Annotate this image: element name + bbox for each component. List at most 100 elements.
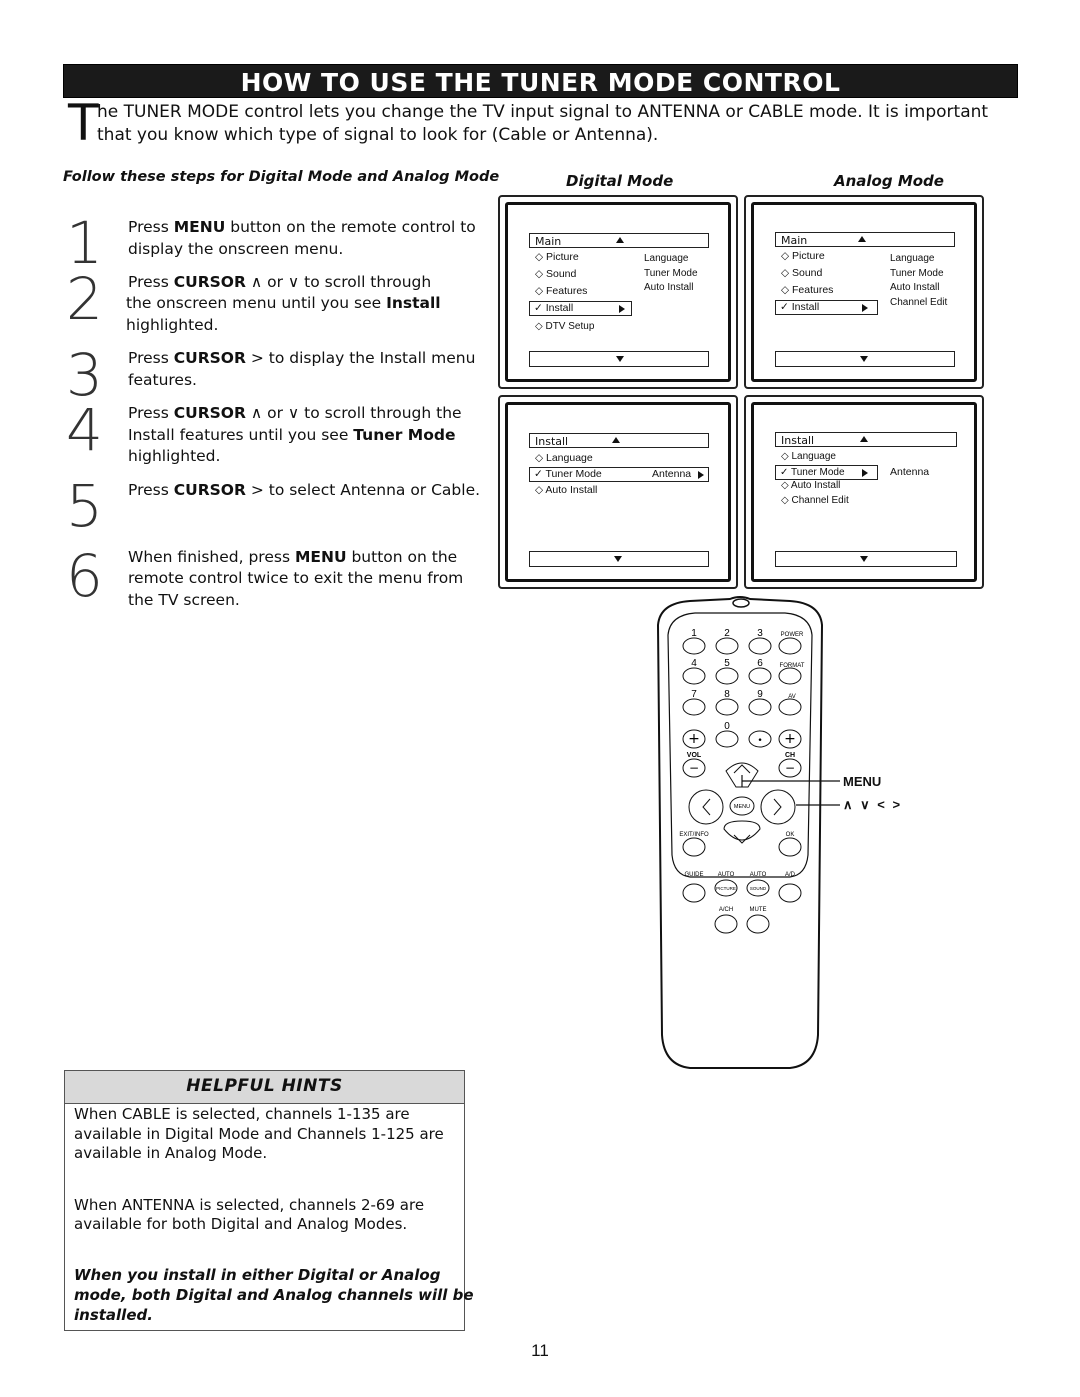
hint-3-line-3: installed. [74,1306,153,1324]
digit-5: 5 [724,658,730,669]
down-arrow-icon [614,556,622,562]
helpful-hints-header: HELPFUL HINTS [65,1071,464,1104]
digital-mode-label: Digital Mode [566,172,674,190]
step-6-line-3: the TV screen. [128,591,240,609]
intro-text-line-2: that you know which type of signal to lo… [97,125,659,145]
digit-8: 8 [724,689,730,700]
menu-footer-bar [775,551,957,567]
ok-label: OK [786,832,795,838]
ok-button [778,837,802,857]
menu-footer-bar [775,351,955,367]
menu-item-tuner-mode-selected: ✓ Tuner Mode [775,465,878,480]
step-3-line-1: Press CURSOR > to display the Install me… [128,349,476,367]
menu-item-auto-install: ◇ Auto Install [535,484,598,496]
up-arrow-icon [612,437,620,443]
vol-plus-icon: + [688,731,700,747]
up-arrow-icon [860,436,868,442]
ch-minus-icon: − [785,761,795,775]
step-4-number: 4 [66,396,103,464]
ad-label: A/D [785,872,796,878]
menu-item-picture: ◇ Picture [781,250,825,262]
digit-6: 6 [757,658,763,669]
digit-0: 0 [724,721,730,732]
vol-label: VOL [687,752,702,759]
hint-2-line-2: available for both Digital and Analog Mo… [74,1215,408,1233]
guide-label: GUIDE [684,872,703,878]
hint-3-line-2: mode, both Digital and Analog channels w… [74,1286,474,1304]
step-5-number: 5 [66,472,103,540]
down-arrow-icon [860,356,868,362]
step-4-line-1: Press CURSOR ∧ or ∨ to scroll through th… [128,404,462,422]
menu-button-label: MENU [734,804,750,810]
analog-install-menu-screen: Install ◇ Language ✓ Tuner Mode Antenna … [744,395,984,589]
digit-9: 9 [757,689,763,700]
step-1-line-2: display the onscreen menu. [128,240,344,258]
step-6-line-1: When finished, press MENU button on the [128,548,458,566]
tuner-mode-value: Antenna [652,468,692,480]
mute-label: MUTE [750,907,767,913]
step-2-line-3: highlighted. [126,316,219,334]
install-submenu-preview: Language Tuner Mode Auto Install [644,253,698,293]
menu-item-language: ◇ Language [535,452,593,464]
step-1-line-1: Press MENU button on the remote control … [128,218,476,236]
vol-minus-icon: − [689,761,699,775]
menu-footer-bar [529,351,709,367]
step-6-line-2: remote control twice to exit the menu fr… [128,569,464,587]
dot-icon: • [757,736,762,746]
digit-4: 4 [691,658,697,669]
hint-1-line-2: available in Digital Mode and Channels 1… [74,1125,444,1143]
digital-install-menu-screen: Install ◇ Language ✓ Tuner Mode Antenna … [498,395,738,589]
hint-1-line-3: available in Analog Mode. [74,1144,268,1162]
step-3-line-2: features. [128,371,197,389]
hint-1-line-1: When CABLE is selected, channels 1-135 a… [74,1105,410,1123]
down-arrow-icon [860,556,868,562]
page-title: HOW TO USE THE TUNER MODE CONTROL [240,68,841,97]
exit-info-label: EXIT/INFO [679,832,709,838]
menu-item-channel-edit: ◇ Channel Edit [781,495,849,506]
menu-callout-label: MENU [843,774,882,789]
menu-item-features: ◇ Features [781,284,834,296]
digit-1: 1 [691,628,697,639]
menu-header-bar: Install [775,432,957,447]
menu-item-install-selected: ✓ Install [775,300,878,315]
cursor-callout-label: ∧ ∨ < > [843,797,903,812]
digit-2: 2 [724,628,730,639]
step-6-number: 6 [66,542,103,610]
step-4-line-3: highlighted. [128,447,221,465]
page-number: 11 [531,1341,549,1360]
ach-label: A/CH [719,907,733,913]
right-arrow-icon [698,471,704,479]
menu-item-picture: ◇ Picture [535,251,579,263]
up-arrow-icon [858,236,866,242]
menu-item-tuner-mode-selected: ✓ Tuner Mode Antenna [529,467,709,482]
ch-plus-icon: + [784,731,796,747]
power-label: POWER [781,632,804,638]
step-4-line-2: Install features until you see Tuner Mod… [128,426,456,444]
tuner-mode-value: Antenna [890,466,930,478]
step-1-number: 1 [66,209,103,277]
intro-text-line-1: he TUNER MODE control lets you change th… [97,102,989,122]
menu-header-bar: Install [529,433,709,448]
picture-label: PICTURE [716,886,736,891]
exit-info-button [682,837,706,857]
step-2-line-2: the onscreen menu until you see Install [126,294,441,312]
menu-item-sound: ◇ Sound [781,267,823,279]
auto-label-2: AUTO [750,872,767,878]
right-arrow-icon [862,304,868,312]
step-3-number: 3 [66,341,103,409]
step-5-line-1: Press CURSOR > to select Antenna or Cabl… [128,481,481,499]
step-2-line-1: Press CURSOR ∧ or ∨ to scroll through [128,273,432,291]
format-label: FORMAT [780,663,805,669]
menu-item-auto-install: ◇ Auto Install [781,480,841,491]
intro-dropcap: T [68,94,99,152]
menu-header-bar: Main [775,232,955,247]
hint-2-line-1: When ANTENNA is selected, channels 2-69 … [74,1196,425,1214]
down-arrow-icon [616,356,624,362]
menu-header-bar: Main [529,233,709,248]
analog-mode-label: Analog Mode [834,172,944,190]
step-2-number: 2 [66,265,103,333]
helpful-hints-title: HELPFUL HINTS [186,1076,343,1096]
right-arrow-icon [619,305,625,313]
menu-item-features: ◇ Features [535,285,588,297]
digit-7: 7 [691,689,697,700]
